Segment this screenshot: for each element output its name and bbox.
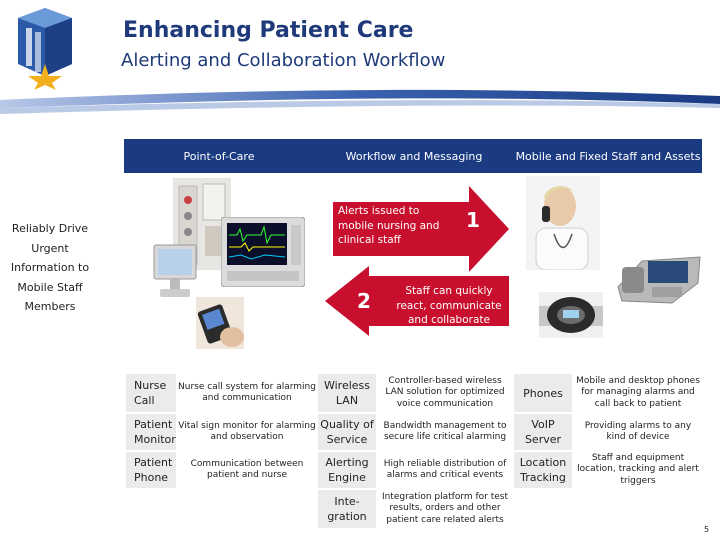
workflow-label: Alerting Engine [318, 452, 376, 488]
mobile-label: Location Tracking [514, 452, 572, 488]
wearable-badge-device-image [539, 292, 603, 338]
mobile-label: Phones [514, 374, 572, 412]
side-line: Members [24, 300, 76, 313]
workflow-label: Inte-gration [318, 490, 376, 528]
mobile-desc: Mobile and desktop phones for managing a… [574, 374, 702, 412]
desk-phone-image [617, 256, 701, 304]
workflow-label: Wireless LAN [318, 374, 376, 412]
poc-label: Patient Phone [126, 452, 176, 488]
alerts-arrow-text: Alerts issued to mobile nursing and clin… [338, 205, 440, 246]
page-subtitle: Alerting and Collaboration Workflow [121, 50, 446, 71]
poc-label: Nurse Call [126, 374, 176, 412]
header-point-of-care: Point-of-Care [124, 139, 314, 173]
page-number: 5 [704, 525, 710, 534]
staff-arrow [325, 266, 509, 336]
mobile-label: VoIP Server [514, 414, 572, 450]
header-swoosh [0, 89, 720, 114]
poc-desc: Nurse call system for alarming and commu… [178, 374, 316, 412]
header-mobile-fixed: Mobile and Fixed Staff and Assets [514, 139, 702, 173]
mobile-desc: Providing alarms to any kind of device [574, 414, 702, 450]
poc-desc: Vital sign monitor for alarming and obse… [178, 414, 316, 450]
workflow-desc: High reliable distribution of alarms and… [378, 452, 512, 488]
alerts-step-number: 1 [466, 208, 480, 232]
workflow-label: Quality of Service [318, 414, 376, 450]
staff-arrow-text: Staff can quickly react, communicate and… [396, 285, 502, 326]
side-caption: Reliably Drive Urgent Information to Mob… [8, 219, 92, 317]
page-title: Enhancing Patient Care [123, 18, 414, 43]
vital-sign-monitor-image [221, 217, 305, 287]
workflow-desc: Bandwidth management to secure life crit… [378, 414, 512, 450]
handheld-pda-image [196, 297, 244, 349]
side-line: Reliably Drive [11, 222, 89, 235]
poc-desc: Communication between patient and nurse [178, 452, 316, 488]
side-line: Information to [10, 261, 90, 274]
computer-monitor-image [153, 244, 197, 297]
workflow-desc: Controller-based wireless LAN solution f… [378, 374, 512, 412]
company-logo-icon [18, 8, 72, 90]
staff-step-number: 2 [357, 289, 371, 313]
alerts-arrow [333, 186, 509, 272]
header-workflow-messaging: Workflow and Messaging [314, 139, 514, 173]
side-line: Urgent [31, 241, 69, 255]
poc-label: Patient Monitor [126, 414, 176, 450]
mobile-desc: Staff and equipment location, tracking a… [574, 452, 702, 488]
nurse-on-phone-image [526, 176, 600, 270]
workflow-desc: Integration platform for test results, o… [378, 490, 512, 528]
side-line: Mobile Staff [17, 280, 83, 294]
